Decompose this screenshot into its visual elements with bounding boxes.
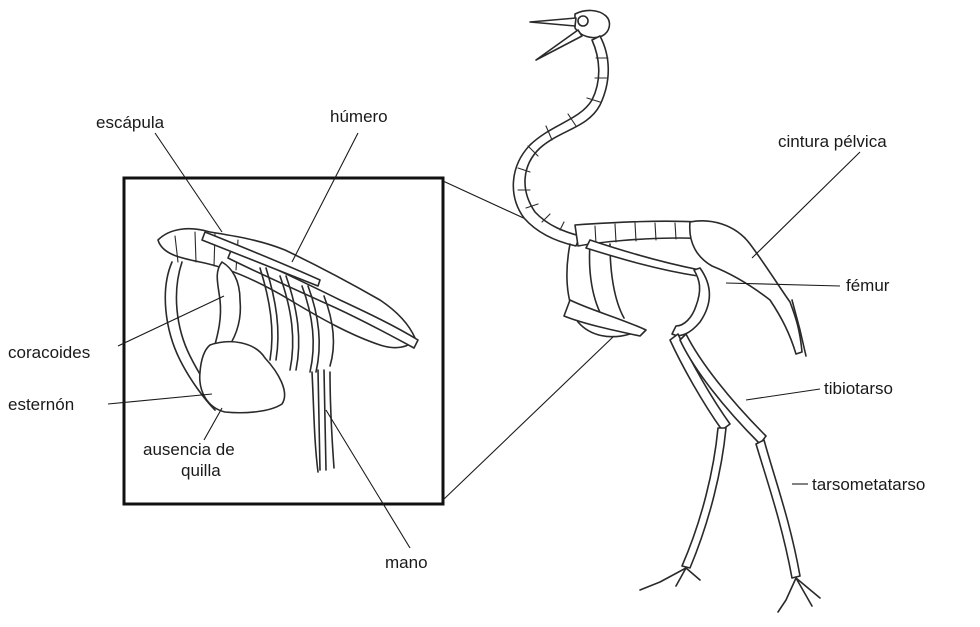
label-cintura-pelvica: cintura pélvica bbox=[778, 132, 887, 151]
label-esternon: esternón bbox=[8, 395, 74, 414]
leader-ausencia-quilla bbox=[204, 408, 222, 440]
full-skeleton-drawing bbox=[513, 10, 820, 612]
zoom-connector-bottom bbox=[443, 336, 614, 500]
leader-tibiotarso bbox=[746, 389, 820, 400]
label-escapula: escápula bbox=[96, 113, 165, 132]
leader-cintura-pelvica bbox=[752, 152, 860, 258]
label-mano: mano bbox=[385, 553, 428, 572]
label-tarsometatarso: tarsometatarso bbox=[812, 475, 925, 494]
leader-femur bbox=[726, 283, 840, 286]
label-tibiotarso: tibiotarso bbox=[824, 379, 893, 398]
label-quilla: quilla bbox=[181, 461, 221, 480]
label-humero: húmero bbox=[330, 107, 388, 126]
inset-thorax-drawing bbox=[158, 229, 418, 472]
label-femur: fémur bbox=[846, 276, 890, 295]
leader-mano bbox=[326, 410, 410, 548]
label-coracoides: coracoides bbox=[8, 343, 90, 362]
leader-humero bbox=[292, 133, 358, 262]
label-ausencia-de: ausencia de bbox=[143, 440, 235, 459]
leader-escapula bbox=[155, 133, 222, 232]
